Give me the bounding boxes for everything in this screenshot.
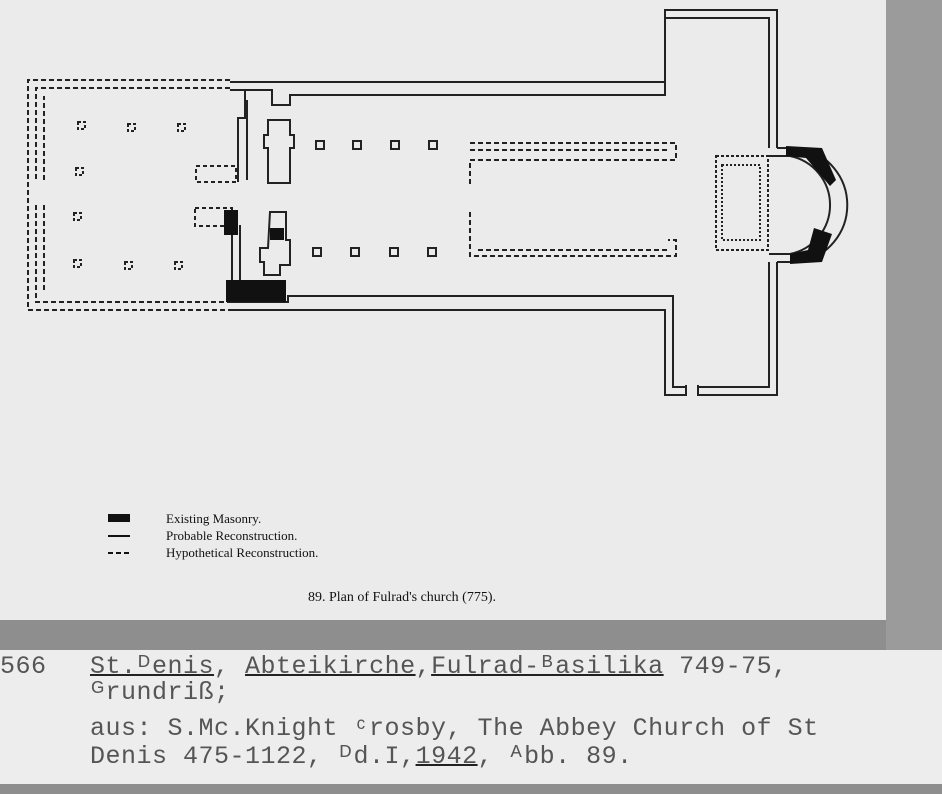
title-part: , <box>415 652 432 681</box>
solid-line-symbol-icon <box>108 527 134 544</box>
dashed-line-symbol-icon <box>108 544 134 561</box>
card-number: 566 <box>0 652 47 681</box>
scan-background-strip <box>886 0 942 650</box>
solid-block-symbol-icon <box>108 510 134 527</box>
figure-caption: 89. Plan of Fulrad's church (775). <box>308 590 496 605</box>
nave-columns <box>312 140 438 257</box>
card-line-3: aus: S.Mc.Knight ᶜrosby, The Abbey Churc… <box>90 714 819 743</box>
nave-walls <box>230 9 778 396</box>
legend-label: Existing Masonry. <box>166 511 262 526</box>
title-part: Fulrad-ᴮasilika <box>431 652 664 681</box>
legend-item-probable: Probable Reconstruction. <box>108 527 318 544</box>
title-part: Abteikirche <box>245 652 416 681</box>
title-part: St.ᴰenis <box>90 652 215 681</box>
west-columns <box>73 121 186 270</box>
legend-label: Hypothetical Reconstruction. <box>166 545 319 560</box>
card-line-4: Denis 475-1122, ᴰd.I,1942, ᴬbb. 89. <box>90 742 633 771</box>
source-year: 1942 <box>415 742 478 771</box>
existing-masonry <box>224 146 836 302</box>
legend-item-existing: Existing Masonry. <box>108 510 318 527</box>
legend-label: Probable Reconstruction. <box>166 528 298 543</box>
title-part: 749-75, <box>663 652 788 681</box>
east-colonnades <box>469 142 677 257</box>
source-part: Denis 475-1122, ᴰd.I, <box>90 742 416 771</box>
hypothetical-west-block <box>27 79 230 311</box>
legend-item-hypothetical: Hypothetical Reconstruction. <box>108 544 318 561</box>
floor-plan <box>27 9 849 396</box>
card-line-2: ᴳrundriß; <box>90 678 230 707</box>
legend: Existing Masonry. Probable Reconstructio… <box>108 510 318 561</box>
index-card: 566 St.ᴰenis, Abteikirche,Fulrad-ᴮasilik… <box>0 650 942 784</box>
piers <box>194 119 295 276</box>
source-part: , ᴬbb. 89. <box>477 742 633 771</box>
title-part: , <box>214 652 246 681</box>
card-title-line: St.ᴰenis, Abteikirche,Fulrad-ᴮasilika 74… <box>90 652 788 681</box>
